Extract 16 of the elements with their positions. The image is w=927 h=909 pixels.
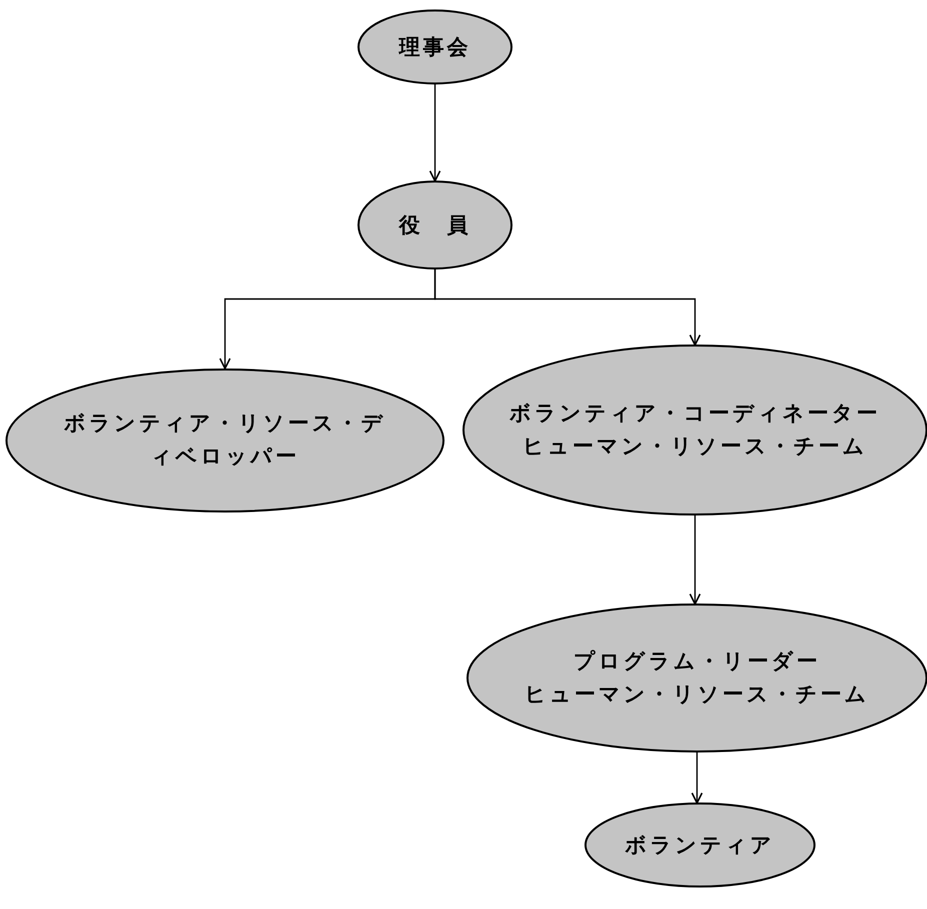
arrow — [691, 752, 703, 804]
oval-node — [5, 368, 445, 512]
node-label: ヒューマン・リソース・チーム — [522, 433, 868, 460]
node-label: 理事会 — [399, 34, 471, 61]
node-label: ヒューマン・リソース・チーム — [524, 681, 870, 708]
arrow — [689, 515, 701, 605]
arrow — [429, 84, 441, 182]
node-label: プログラム・リーダー — [574, 648, 820, 676]
node-label: ボランティア・コーディネーター — [510, 400, 880, 428]
node-label: ボランティア — [625, 832, 775, 859]
oval-node — [357, 180, 513, 270]
node-label: 役 員 — [399, 212, 471, 239]
oval-node — [357, 9, 513, 85]
oval-node — [584, 802, 816, 888]
node-label: ボランティア・リソース・ディベロッパー — [63, 410, 387, 470]
arrow — [434, 269, 701, 346]
